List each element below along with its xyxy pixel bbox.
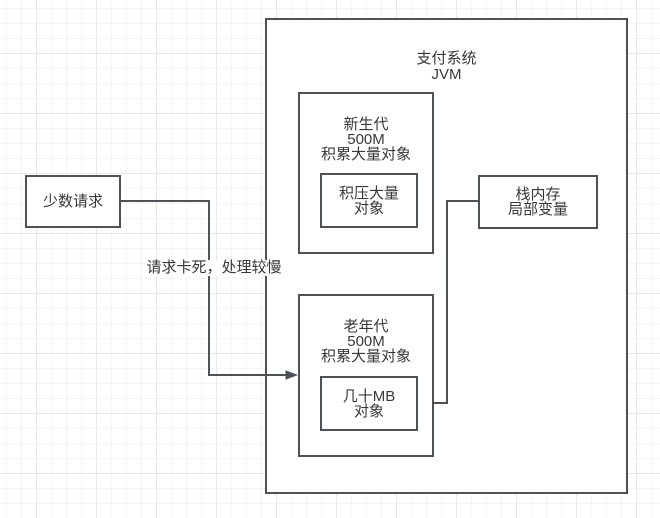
few-requests-label: 少数请求 (42, 193, 103, 210)
node-few-requests[interactable]: 少数请求 (25, 175, 121, 228)
jvm-container-title: 支付系统 JVM (416, 50, 477, 83)
old-generation-label: 老年代 500M 积累大量对象 (320, 318, 411, 365)
node-backlog-objects[interactable]: 积压大量 对象 (320, 173, 418, 228)
backlog-objects-label: 积压大量 对象 (338, 184, 399, 217)
node-tens-of-mb-objects[interactable]: 几十MB 对象 (320, 376, 418, 431)
edge-request-to-old-generation[interactable] (121, 200, 287, 376)
tens-of-mb-objects-label: 几十MB 对象 (342, 387, 396, 420)
stack-memory-label: 栈内存 局部变量 (507, 186, 568, 218)
edge-label-request-stuck: 请求卡死，处理较慢 (144, 259, 284, 276)
young-generation-label: 新生代 500M 积累大量对象 (320, 116, 411, 163)
node-stack-memory[interactable]: 栈内存 局部变量 (478, 175, 598, 229)
